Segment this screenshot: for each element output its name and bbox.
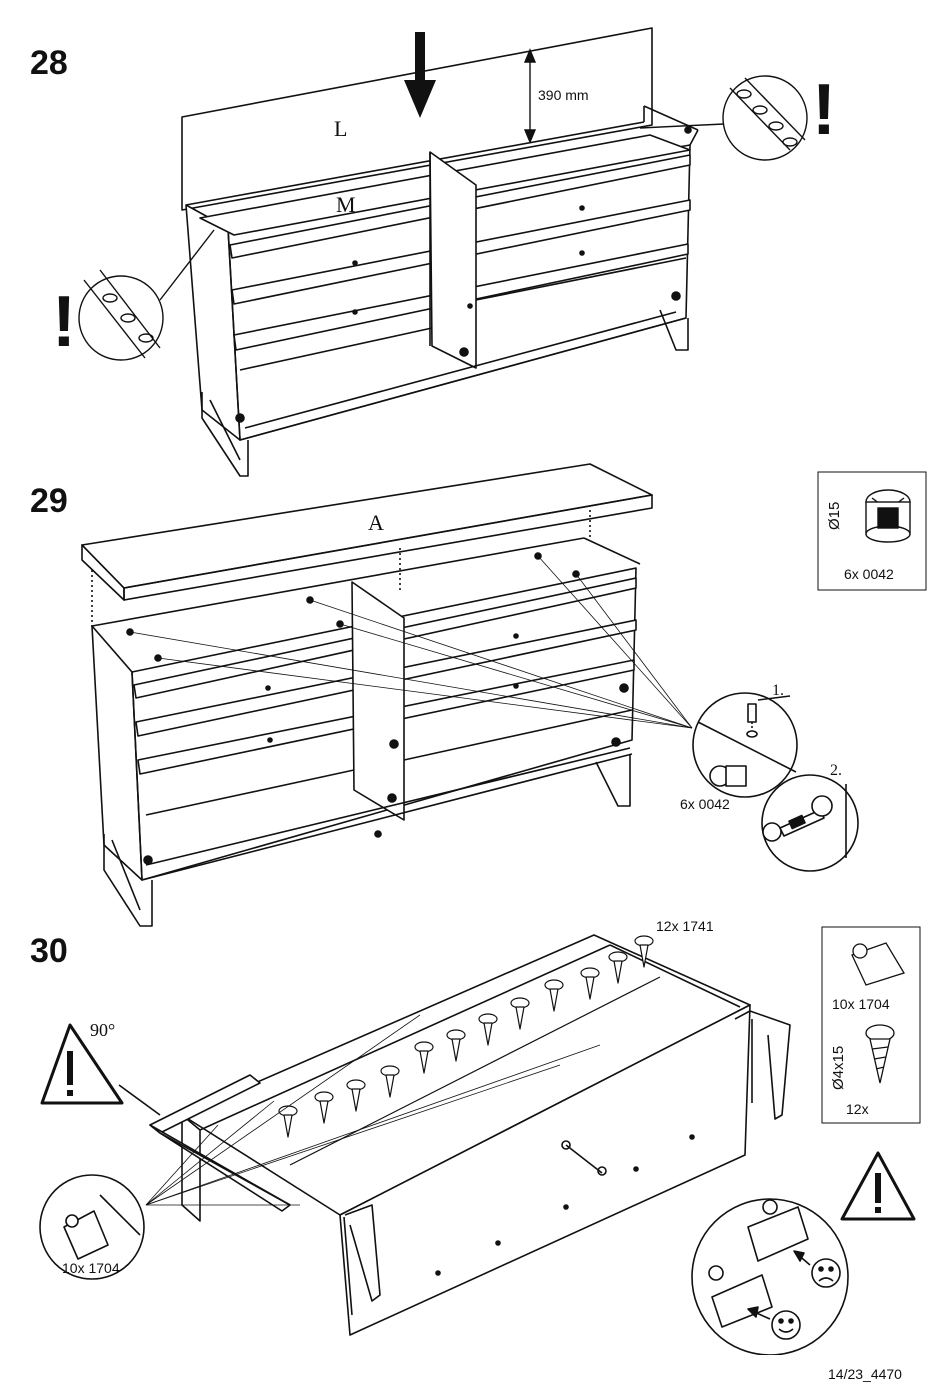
step-28-number: 28 [30,44,68,82]
frame-leg-right [659,309,689,351]
dimension-label: 390 mm [538,87,589,103]
middle-divider-29 [351,581,405,821]
detail-circle-holes-right [722,75,808,161]
sub-step-2: 2. [830,762,842,779]
cabinet-left-side-29 [91,625,143,881]
frame-leg-left [201,392,249,477]
step-30-illustration [39,926,921,1355]
back-panel-l [181,27,653,211]
top-panel-a [81,463,653,589]
callout-quantity-bracket: 10x 1704 [62,1260,120,1276]
fitting-quantity-screw: 12x [846,1101,869,1117]
fitting-screw-size: Ø4x15 [830,1045,847,1090]
step-30-number: 30 [30,932,68,970]
part-label-a: A [368,510,384,535]
step-29-illustration [81,463,927,927]
page-code: 14/23_4470 [828,1366,902,1382]
insert-arrow [404,32,436,118]
step-28-illustration [78,27,808,477]
callout-quantity-cam: 6x 0042 [680,796,730,812]
step-29-number: 29 [30,482,68,520]
fitting-quantity-cam: 6x 0042 [844,566,894,582]
fitting-diameter: Ø15 [826,501,843,530]
frame-leg-left-30 [344,1204,381,1302]
warning-exclamation-left: ! [52,282,76,362]
sad-face-icon [811,1258,841,1288]
fitting-quantity-bracket: 10x 1704 [832,996,890,1012]
screw-row [278,935,654,1138]
frame-leg-right-30 [734,1010,791,1120]
part-label-l: L [334,116,348,141]
warning-exclamation-right: ! [812,70,836,150]
sub-step-1: 1. [772,682,784,699]
part-label-m: M [336,192,356,217]
happy-face-icon [771,1310,801,1340]
warning-triangle-left [40,1023,124,1105]
screw-quantity-label: 12x 1741 [656,918,714,934]
rotation-angle-label: 90° [90,1020,116,1040]
middle-divider [429,151,477,369]
